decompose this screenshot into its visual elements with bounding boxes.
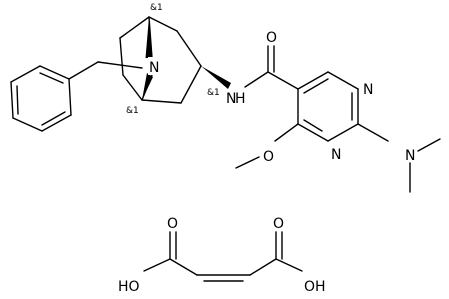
amide-n-label: N	[226, 91, 236, 107]
pyrimidine-ring	[297, 71, 359, 142]
dimethylamino-n-label: N	[405, 148, 415, 164]
stereo-mark-bottom: &1	[126, 106, 139, 116]
acid-oxygen-right-label: O	[273, 216, 284, 232]
stereo-mark-c3: &1	[207, 88, 220, 98]
amide-oxygen-label: O	[266, 30, 277, 46]
benzene-ring	[10, 65, 72, 132]
bridgehead-top-wedge	[145, 17, 153, 58]
ring-nitrogen-top-label: N	[363, 82, 373, 98]
bridgehead-bottom-wedge	[142, 73, 153, 100]
amide-ring-bond	[267, 71, 299, 90]
c3-nh-wedge	[201, 66, 231, 89]
methoxy-methyl-bond	[235, 156, 260, 169]
bridge-nitrogen-label: N	[149, 60, 159, 76]
stereo-mark-top: &1	[150, 3, 163, 13]
maleic-acid	[143, 231, 303, 282]
acid-oxygen-left-label: O	[167, 216, 178, 232]
amide-h-label: H	[235, 91, 246, 107]
methoxy-o-bond	[274, 123, 299, 142]
ring-nitrogen-bottom-label: N	[331, 147, 341, 163]
benzyl-n-bond	[97, 61, 143, 69]
dimethylamino-bond	[357, 123, 389, 142]
acid-hydroxyl-left-label: HO	[118, 279, 140, 295]
amide-n-c-bond	[244, 71, 269, 88]
acid-hydroxyl-right-label: OH	[304, 279, 326, 295]
methoxy-oxygen-label: O	[263, 149, 274, 165]
benzyl-ch2-bond	[68, 61, 99, 80]
n-methyl-1-bond	[417, 138, 441, 152]
